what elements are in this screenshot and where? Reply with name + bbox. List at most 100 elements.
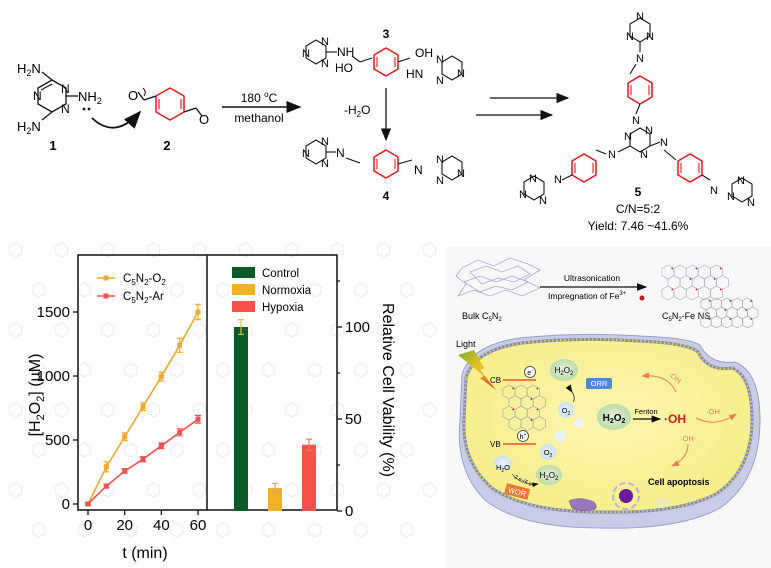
svg-text:N: N	[646, 31, 654, 43]
light-bolt-icon	[458, 350, 496, 390]
watermark-hexagon	[308, 442, 322, 458]
data-point	[195, 309, 201, 315]
yield-label: Yield: 7.46 ~41.6%	[588, 219, 689, 233]
compound-1-melamine: H2N NH2 H2N N N N 1	[17, 61, 102, 153]
line-x-tick-label: 40	[153, 517, 170, 534]
watermark-hexagon	[239, 242, 253, 258]
lattice-hexagon	[710, 285, 723, 301]
cell-apoptosis-label: Cell apoptosis	[648, 477, 710, 487]
orr-label: ORR	[591, 379, 608, 388]
electron-icon	[524, 366, 536, 378]
wor-label: WOR	[507, 485, 528, 499]
vesicle-icon	[654, 498, 670, 508]
svg-text:H2O: H2O	[496, 463, 510, 474]
fe-site	[512, 387, 515, 390]
h2o2-bubble-orr	[550, 359, 578, 381]
svg-text:N: N	[519, 189, 527, 201]
lattice-hexagon	[697, 285, 711, 301]
watermark-hexagon	[308, 282, 322, 298]
data-point	[122, 434, 128, 440]
line-x-tick-label: 0	[84, 517, 92, 534]
ultrasonication-label: Ultrasonication	[564, 273, 620, 283]
ring-n-2: N	[33, 89, 42, 103]
data-point	[122, 468, 128, 474]
svg-text:N: N	[554, 174, 562, 186]
nucleus-icon	[619, 489, 633, 503]
hole-icon	[517, 430, 529, 442]
ratio-label: C/N=5:2	[616, 202, 661, 216]
compound-label-5: 5	[635, 185, 642, 199]
legend-label-control: Control	[262, 268, 299, 280]
lattice-hexagon	[742, 297, 754, 311]
watermark-hexagon	[446, 282, 460, 298]
svg-text:N: N	[608, 149, 616, 161]
svg-text:N: N	[414, 163, 423, 177]
lattice-hexagon	[710, 315, 722, 329]
watermark-hexagon	[262, 282, 276, 298]
fe-site	[530, 398, 533, 400]
fenton-label: Fenton	[634, 407, 657, 416]
background-watermark	[9, 242, 460, 538]
bar-hypoxia	[302, 444, 316, 511]
elimination-label: -H2O	[344, 103, 370, 119]
bulk-c5n2-graphic	[455, 257, 541, 297]
lattice-hexagon	[691, 275, 705, 290]
legend-swatch-control	[232, 267, 255, 278]
svg-text:N: N	[321, 136, 329, 148]
fe-site	[512, 408, 515, 411]
lattice-hexagon	[514, 405, 528, 421]
lattice-hexagon	[502, 384, 516, 400]
lattice-hexagon	[700, 315, 712, 329]
data-point	[177, 429, 183, 435]
watermark-hexagon	[354, 362, 368, 378]
svg-text:O2: O2	[562, 406, 571, 417]
fe-ion-dot	[639, 295, 645, 301]
watermark-hexagon	[331, 482, 345, 498]
condition-temperature: 180 oC	[241, 90, 278, 105]
bulk-label: Bulk C5N2	[462, 311, 502, 323]
watermark-hexagon	[400, 282, 414, 298]
fe-site	[750, 318, 753, 320]
compound-4-imine: N N N N N N N N 4	[302, 136, 465, 203]
line-chart-xlabel: t (min)	[122, 545, 167, 562]
lattice-hexagon	[508, 395, 522, 410]
lattice-hexagon	[742, 315, 754, 329]
fe-site	[719, 267, 722, 270]
legend-label: C5N2-Ar	[123, 291, 164, 305]
hole-label: h+	[520, 432, 527, 441]
bar-y-tick-label: 100	[345, 319, 370, 336]
watermark-hexagon	[9, 322, 23, 338]
svg-text:H2O2: H2O2	[540, 471, 559, 482]
o2-bubble-3	[554, 430, 566, 442]
watermark-hexagon	[239, 322, 253, 338]
watermark-hexagon	[78, 522, 92, 538]
data-point	[158, 443, 164, 449]
svg-text:N: N	[636, 53, 644, 65]
nucleophilic-attack-arrow	[91, 110, 142, 129]
watermark-hexagon	[55, 322, 69, 338]
vb-label: VB	[490, 440, 501, 449]
compound-2-terephthalaldehyde: O O 2	[128, 87, 209, 153]
oh-arrow-up	[641, 372, 677, 393]
watermark-hexagon	[400, 362, 414, 378]
watermark-hexagon	[216, 442, 230, 458]
condition-solvent: methanol	[234, 111, 283, 125]
group-hn: HN	[406, 67, 423, 81]
carbonyl-o-left: O	[128, 88, 138, 103]
lattice-hexagon	[697, 264, 711, 280]
lattice-hexagon	[508, 416, 522, 431]
watermark-hexagon	[170, 362, 184, 378]
fe-site	[708, 318, 711, 320]
watermark-hexagon	[78, 362, 92, 378]
fe-site	[745, 309, 747, 311]
legend-swatch-hypoxia	[232, 301, 255, 312]
lattice-hexagon	[721, 297, 733, 311]
bar-normoxia	[268, 488, 282, 511]
lattice-hexagon	[673, 264, 687, 280]
data-point	[140, 456, 146, 462]
data-point	[177, 342, 183, 348]
bar-control	[234, 327, 248, 511]
compound-3-hemiaminal: N N N NH HO OH HN N N N 3	[302, 27, 465, 87]
svg-text:N: N	[539, 195, 547, 207]
watermark-hexagon	[446, 442, 460, 458]
